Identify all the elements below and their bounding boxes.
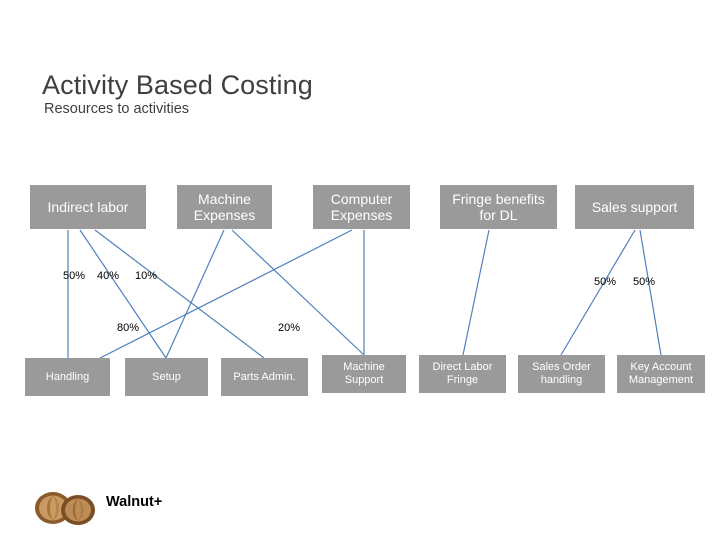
connector-sales-support-to-sales-order-handling: [560, 229, 636, 356]
activity-box-setup[interactable]: Setup: [125, 358, 208, 396]
connector-machine-expenses-to-setup: [165, 229, 225, 359]
activity-box-handling[interactable]: Handling: [25, 358, 110, 396]
subtitle: Resources to activities: [44, 101, 190, 117]
activity-box-machine-support[interactable]: Machine Support: [322, 355, 406, 393]
resource-box-sales-support[interactable]: Sales support: [575, 185, 694, 229]
activity-box-key-account-management[interactable]: Key Account Management: [617, 355, 705, 393]
connector-indirect-labor-to-parts-admin: [94, 229, 265, 359]
percent-label: 20%: [278, 322, 301, 334]
resource-box-fringe-benefits-for-dl[interactable]: Fringe benefits for DL: [440, 185, 557, 229]
page-title: Activity Based Costing: [42, 70, 313, 101]
activity-box-parts-admin[interactable]: Parts Admin.: [221, 358, 308, 396]
percent-label: 40%: [97, 270, 120, 282]
resource-box-computer-expenses[interactable]: Computer Expenses: [313, 185, 410, 229]
connector-computer-expenses-to-handling: [99, 229, 353, 359]
percent-label: 80%: [117, 322, 140, 334]
activity-box-direct-labor-fringe[interactable]: Direct Labor Fringe: [419, 355, 506, 393]
resource-box-indirect-labor[interactable]: Indirect labor: [30, 185, 146, 229]
walnut-logo-icon: [35, 492, 95, 525]
percent-label: 50%: [633, 276, 656, 288]
connector-machine-expenses-to-machine-support: [231, 229, 365, 356]
activity-box-sales-order-handling[interactable]: Sales Order handling: [518, 355, 605, 393]
percent-label: 50%: [594, 276, 617, 288]
connector-indirect-labor-to-setup: [79, 229, 167, 359]
connector-fringe-benefits-for-dl-to-direct-labor-fringe: [462, 229, 490, 356]
connector-sales-support-to-key-account-management: [639, 229, 662, 356]
brand-label: Walnut+: [106, 494, 163, 510]
resource-box-machine-expenses[interactable]: Machine Expenses: [177, 185, 272, 229]
percent-label: 50%: [63, 270, 86, 282]
percent-label: 10%: [135, 270, 158, 282]
